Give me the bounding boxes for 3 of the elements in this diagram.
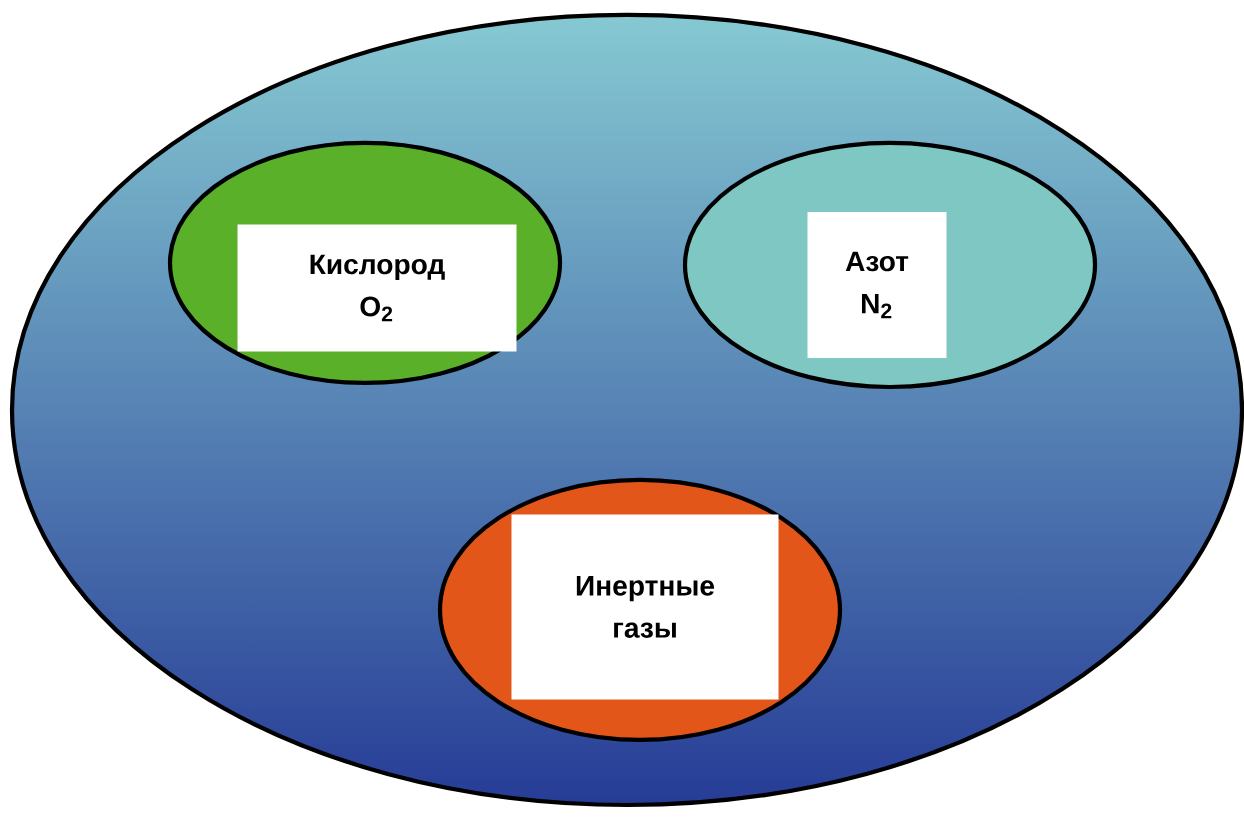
ellipse-node: Инертные газы	[437, 477, 843, 743]
ellipse-node: Азот N$_{2}$	[682, 140, 1098, 390]
ellipse-node: Кислород O$_{2}$	[167, 140, 563, 386]
